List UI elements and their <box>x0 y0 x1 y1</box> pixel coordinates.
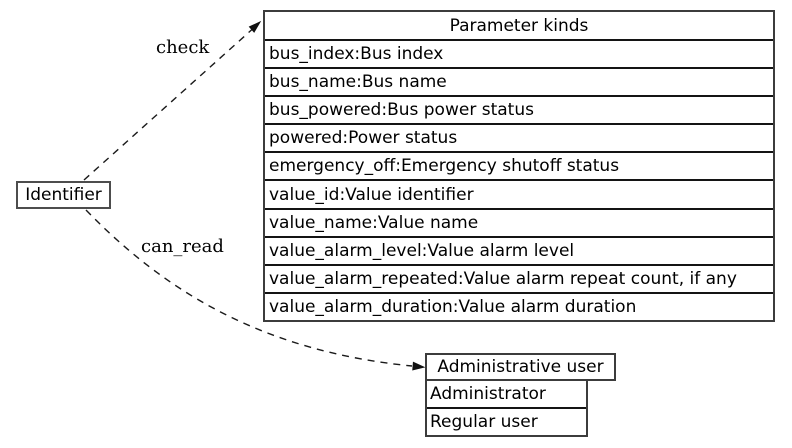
check-arrowhead <box>248 20 262 33</box>
table-row: Administrator <box>430 384 546 404</box>
identifier-node: Identifier <box>16 181 111 209</box>
parameter-kinds-title: Parameter kinds <box>449 15 589 36</box>
table-row: bus_name:Bus name <box>265 67 773 95</box>
administrative-user-title: Administrative user <box>425 353 616 381</box>
edge-label-can-read: can_read <box>141 236 224 257</box>
table-row: value_id:Value identifier <box>265 179 773 207</box>
table-row: Regular user <box>427 407 586 435</box>
parameter-kinds-table: Parameter kinds bus_index:Bus index bus_… <box>263 10 775 322</box>
check-edge-line <box>83 28 253 181</box>
table-row: value_alarm_level:Value alarm level <box>265 235 773 264</box>
administrative-user-table: Administrator Regular user <box>425 379 588 437</box>
table-row: value_name:Value name <box>265 207 773 236</box>
table-row: bus_index:Bus index <box>265 39 773 67</box>
table-row: emergency_off:Emergency shutoff status <box>265 151 773 179</box>
table-row: value_alarm_repeated:Value alarm repeat … <box>265 263 773 292</box>
can-read-arrowhead <box>412 361 426 371</box>
table-row: bus_powered:Bus power status <box>265 95 773 123</box>
identifier-label: Identifier <box>25 185 102 205</box>
edge-label-check: check <box>156 37 210 58</box>
table-row: value_alarm_duration:Value alarm duratio… <box>265 291 773 320</box>
can-read-edge-line <box>85 209 413 367</box>
table-row: powered:Power status <box>265 123 773 151</box>
